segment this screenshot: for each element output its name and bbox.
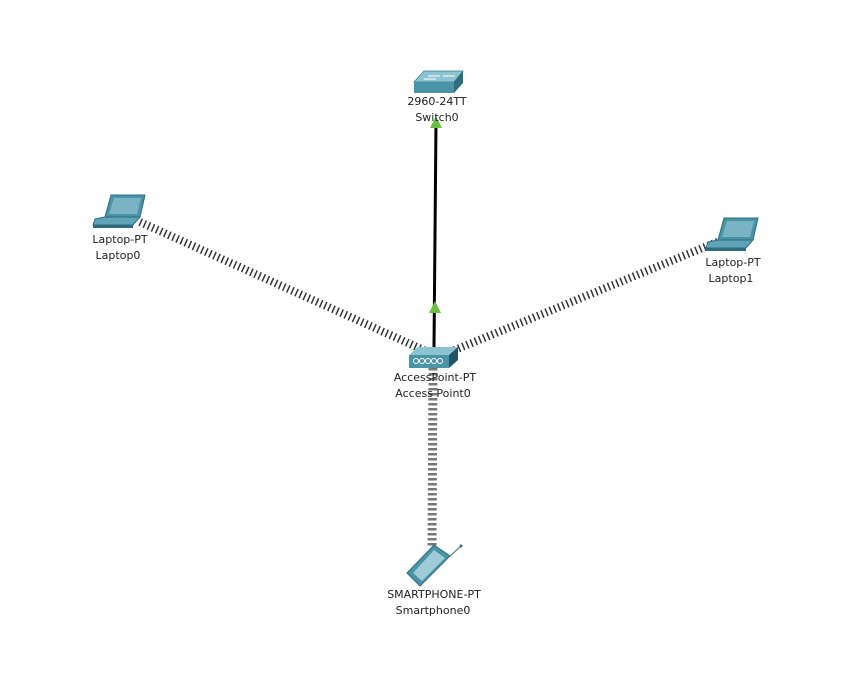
wireless-link-phone0-ap0[interactable] [427,367,438,549]
device-model-label: 2960-24TT [407,95,467,108]
switch-icon[interactable] [413,70,464,93]
device-name-label: Laptop1 [708,272,754,285]
device-model-label: Laptop-PT [92,233,148,246]
smartphone-icon[interactable] [406,544,463,587]
device-name-label: Smartphone0 [395,604,471,617]
link-status-up-icon [429,301,441,313]
device-model-label: SMARTPHONE-PT [387,588,481,601]
laptop-icon[interactable] [705,217,759,251]
laptop-icon[interactable] [92,194,146,228]
links-layer [138,116,724,549]
access-point-icon[interactable] [409,347,458,368]
wireless-link-laptop0-ap0[interactable] [138,218,430,356]
device-name-label: Laptop0 [95,249,141,262]
device-name-label: Access Point0 [395,387,471,400]
device-model-label: Laptop-PT [705,256,761,269]
link-status-up-icon [430,116,442,128]
device-name-label: Switch0 [415,111,459,124]
device-model-label: AccessPoint-PT [393,371,477,384]
link-switch0-ap0[interactable] [432,121,438,349]
wireless-link-laptop1-ap0[interactable] [448,236,724,356]
